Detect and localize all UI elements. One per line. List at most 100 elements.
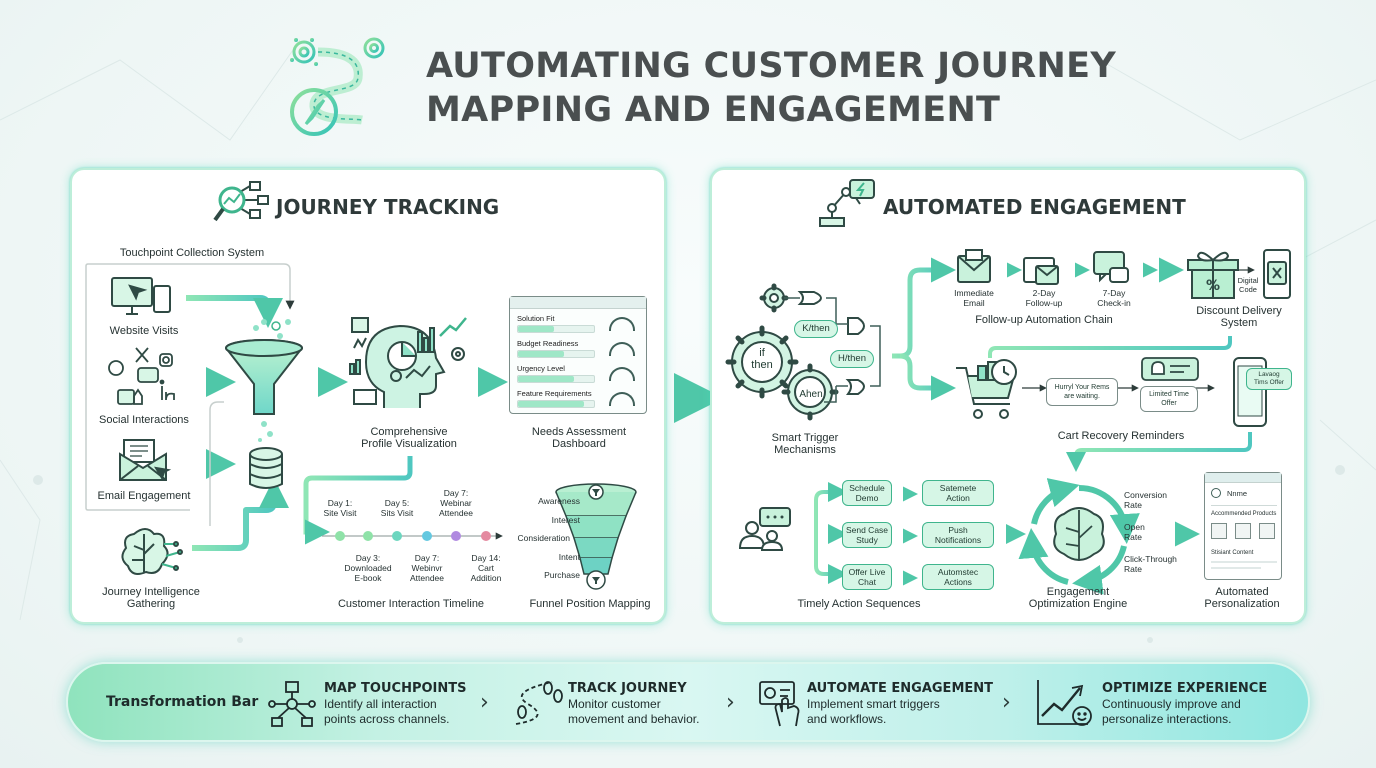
personalization-content: Stisiant Content <box>1211 550 1254 556</box>
optimization-engine-icon <box>1018 478 1140 595</box>
cart-message-line-1: Hurryl Your Rems <box>1054 384 1110 391</box>
action-node-line: Push <box>948 525 968 535</box>
pers-line-1: Automated <box>1215 586 1269 598</box>
timeline-dot <box>481 531 491 541</box>
funnel-stage-label: Purchase <box>544 570 580 580</box>
personalization-name: Nnme <box>1227 489 1248 498</box>
track-journey-icon <box>515 681 563 725</box>
funnel-to-profile-arrow <box>298 367 348 397</box>
chain-step-line: 2-Day <box>1032 288 1056 298</box>
timeline-event-line: Attendee <box>438 508 474 518</box>
cart-message-box: Hurryl Your Rems are waiting. <box>1046 378 1118 406</box>
profile-head-icon <box>349 317 467 408</box>
action-node-line: Actions <box>944 577 972 587</box>
timeline-dot <box>363 531 373 541</box>
dashboard-gauge-icon <box>609 367 635 381</box>
limited-line-1: Limited Time <box>1149 391 1189 398</box>
website-visits-label: Website Visits <box>109 325 179 337</box>
automated-personalization-label: Automated Personalization <box>1190 586 1294 610</box>
optimize-experience-icon <box>1037 680 1092 726</box>
chevron-right-icon: › <box>726 690 735 715</box>
funnel-stage-label: Consideration <box>517 533 570 543</box>
logic-gate-2: H/then <box>830 350 874 368</box>
limited-line-2: Offer <box>1161 400 1177 407</box>
engine-metric-line: Click-Through <box>1124 554 1177 564</box>
then-gear-text: Ahen <box>799 389 823 400</box>
optim-line-2: Optimization Engine <box>1028 598 1128 610</box>
dashboard-gauge-icon <box>609 392 635 406</box>
digital-line: Digital <box>1237 276 1259 285</box>
timeline-event-line: Sits Visit <box>380 508 414 518</box>
chain-to-cart-connector <box>988 336 1232 358</box>
timely-action-title: Timely Action Sequences <box>797 598 921 610</box>
discount-line-2: System <box>1220 317 1258 329</box>
digital-code-label: Digital Code <box>1230 276 1266 294</box>
action-node-line: Satemete <box>939 483 977 493</box>
dashboard-row-fill <box>518 376 574 382</box>
pers-line-2: Personalization <box>1204 598 1280 610</box>
journey-intelligence-label: Journey Intelligence Gathering <box>88 586 214 610</box>
smart-line-2: Mechanisms <box>774 444 836 456</box>
chain-step-line: 7-Day <box>1102 288 1126 298</box>
digital-coupon-icon <box>1263 249 1291 299</box>
funnel-stage-label: Interest <box>551 515 580 525</box>
map-touchpoints-icon <box>268 681 316 727</box>
smart-trigger-label: Smart Trigger Mechanisms <box>750 432 860 456</box>
follow-up-chain-title: Follow-up Automation Chain <box>975 314 1113 326</box>
bottom-step-title: MAP TOUCHPOINTS <box>324 681 467 696</box>
personalization-card: Nnme Accommended Products Stisiant Conte… <box>1204 472 1282 580</box>
timeline-connector <box>303 456 413 545</box>
gear-then: then <box>751 359 773 371</box>
dashboard-gauge-icon <box>609 317 635 331</box>
timeline-event-line: Cart <box>477 563 495 573</box>
team-chat-icon <box>738 507 791 551</box>
discount-line-1: Discount Delivery <box>1196 305 1282 317</box>
transformation-bar-label: Transformation Bar <box>106 694 259 710</box>
timeline-event-line: Day 5: <box>384 498 410 508</box>
cart-recovery-title: Cart Recovery Reminders <box>1057 430 1185 442</box>
chain-step-line: Immediate <box>954 288 994 298</box>
action-node-line: Chat <box>858 577 876 587</box>
engine-metric-line: Conversion <box>1124 490 1167 500</box>
actions-to-engine-arrow <box>996 524 1026 544</box>
bell-notification-icon <box>1141 357 1199 381</box>
funnel-position-title: Funnel Position Mapping <box>529 598 651 610</box>
touchpoint-bracket <box>85 263 295 511</box>
code-line: Code <box>1239 285 1257 294</box>
bottom-step-title: TRACK JOURNEY <box>568 681 687 696</box>
timeline-event-top: Day 5:Sits Visit <box>367 498 427 518</box>
timeline-event-line: E-book <box>354 573 382 583</box>
left-input-arrows <box>186 295 289 551</box>
journey-logo-icon <box>290 37 385 136</box>
intel-line-2: Gathering <box>126 598 176 610</box>
optim-line-1: Engagement <box>1046 586 1110 598</box>
dashboard-line-1: Needs Assessment <box>531 426 627 438</box>
title-line-2: MAPPING AND ENGAGEMENT <box>426 90 1001 130</box>
email-envelope-icon <box>119 439 172 481</box>
discount-delivery-label: Discount Delivery System <box>1186 305 1292 329</box>
gift-to-code-arrow <box>1238 266 1255 274</box>
phone-offer-bubble: Lavaog Tims Offer <box>1246 368 1292 390</box>
timeline-event-line: Downloaded <box>344 563 392 573</box>
trigger-branch-arrows <box>892 257 956 401</box>
chevron-right-icon: › <box>1002 690 1011 715</box>
phone-offer-line-1: Lavaog <box>1258 371 1280 378</box>
phone-offer-line-2: Tims Offer <box>1254 379 1284 386</box>
timeline-dot <box>451 531 461 541</box>
intel-line-1: Journey Intelligence <box>102 586 200 598</box>
action-node-line: Study <box>856 535 878 545</box>
action-node-line: Action <box>946 493 970 503</box>
